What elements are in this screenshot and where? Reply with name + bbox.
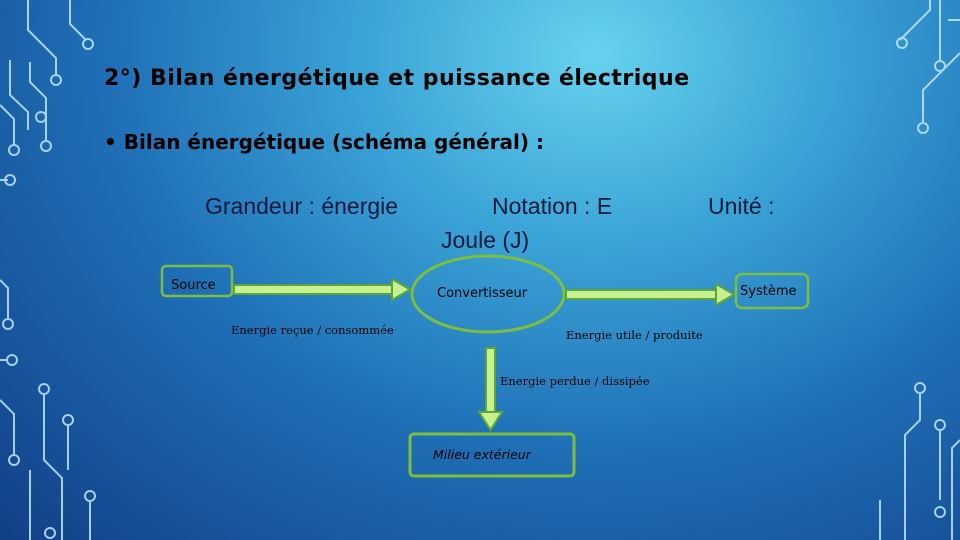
energie-utile-label: Energie utile / produite xyxy=(566,328,703,342)
convertisseur-label: Convertisseur xyxy=(437,286,527,301)
energie-perdue-label: Energie perdue / dissipée xyxy=(500,374,650,388)
arrow-convertisseur-to-systeme xyxy=(566,284,734,305)
arrow-convertisseur-to-milieu xyxy=(479,348,502,430)
arrow-source-to-convertisseur xyxy=(234,279,410,300)
source-label: Source xyxy=(171,278,216,293)
milieu-label: Milieu extérieur xyxy=(433,447,531,462)
systeme-label: Système xyxy=(740,284,796,299)
energie-recue-label: Energie reçue / consommée xyxy=(231,323,394,337)
